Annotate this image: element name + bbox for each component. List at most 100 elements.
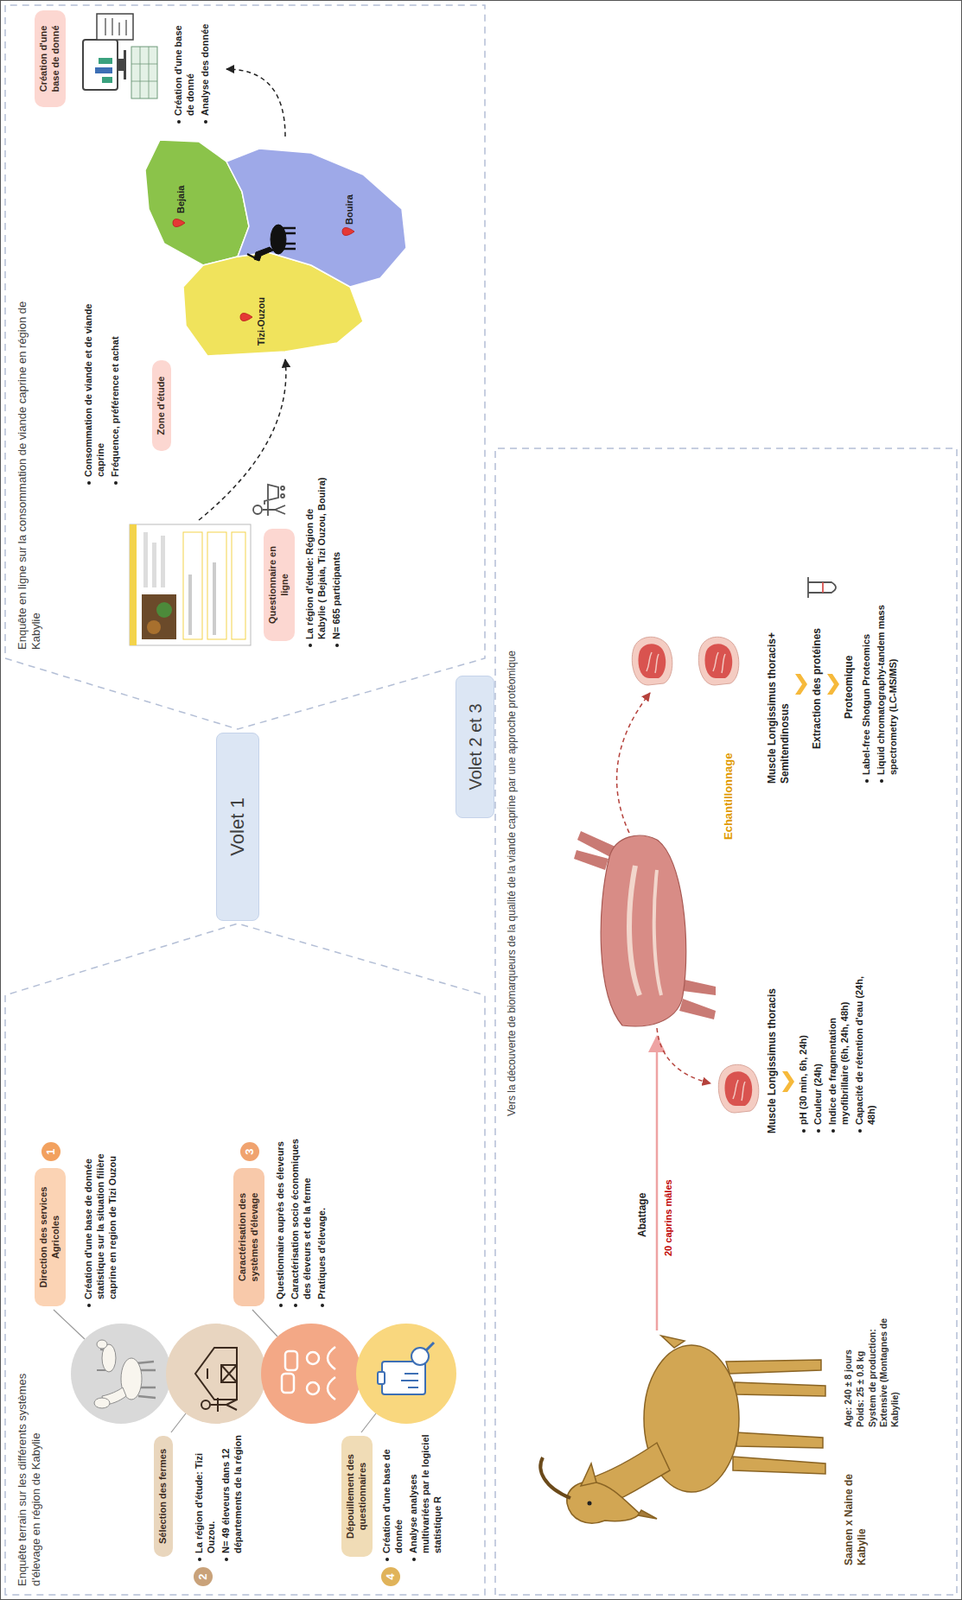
bullet-text: Analyse des donnée	[199, 13, 212, 125]
goat-illustration	[734, 1382, 826, 1397]
bullet-text: Création d'une base de donnée statistiqu…	[82, 1135, 119, 1309]
step-header: Dépouillement des questionnaires	[341, 1436, 373, 1558]
muscle-label: Muscle Longissimus thoracis+ Semitendino…	[765, 576, 792, 784]
step-circle-barn	[210, 1398, 237, 1413]
step-circle-people	[327, 1347, 336, 1370]
step-circle-barn	[221, 1365, 237, 1383]
step-circle-barn	[201, 1401, 211, 1410]
step-circle-clipboard	[382, 1362, 426, 1396]
panel-title: Enquête terrain sur les différents systè…	[15, 1327, 45, 1587]
step-circle-goats	[96, 1340, 108, 1350]
step-circle-barn	[206, 1369, 209, 1380]
database-icon	[82, 13, 158, 99]
leader-line	[53, 1310, 376, 1434]
bullet-text: Consommation de viande et de viande capr…	[82, 286, 108, 486]
shopper-icon	[264, 484, 279, 505]
step-label: Proteomique	[842, 656, 856, 720]
step-circle-clipboard	[401, 1374, 419, 1389]
goat-silhouette	[247, 254, 256, 259]
step-circle-clipboard	[377, 1343, 434, 1396]
region-map	[226, 148, 407, 287]
questionnaire-screenshot	[207, 532, 227, 640]
step-circle-people	[327, 1377, 336, 1401]
step-header: Direction des services Agricoles	[34, 1168, 66, 1307]
shopper-icon	[280, 486, 285, 491]
goat-illustration	[540, 1336, 826, 1524]
step-circle-clipboard	[377, 1372, 385, 1385]
step-circle-people	[281, 1374, 294, 1394]
questionnaire-screenshot	[146, 620, 161, 635]
node-text: Volet 1	[226, 797, 249, 856]
step-circle-goats	[70, 1324, 172, 1425]
slaughter-arrow	[656, 1037, 659, 1332]
bullet-text: La région d'étude: Région de Kabylie ( B…	[304, 475, 329, 649]
questionnaire-screenshot	[160, 535, 166, 588]
step-circle-clipboard	[426, 1343, 434, 1351]
goat-illustration	[580, 1464, 597, 1487]
bullet-text: pH (30 min, 6h, 24h)	[797, 974, 810, 1135]
animal-info: Poids: 25 ± 0.8 kg	[854, 1298, 867, 1428]
shopper-icon	[262, 501, 286, 517]
panel-outline	[495, 448, 957, 1596]
step-number: 2	[193, 1567, 213, 1587]
carcass-illustration	[600, 835, 687, 1027]
step-number: 4	[381, 1567, 401, 1587]
tube-icon	[808, 577, 836, 599]
leader-line	[361, 1414, 376, 1434]
flow-chevron	[795, 674, 808, 695]
questionnaire-screenshot	[188, 574, 192, 636]
panel-title: Vers la découverte de biomarqueurs de la…	[505, 598, 519, 1117]
questionnaire-screenshot	[152, 542, 157, 588]
map-label: Bejaia	[175, 185, 188, 214]
step-circle-people	[261, 1324, 362, 1425]
goat-illustration	[540, 1458, 571, 1499]
animal-info: Age: 240 ± 8 jours	[842, 1298, 854, 1428]
shopper-icon	[253, 505, 262, 515]
panel-outline	[5, 5, 957, 1596]
panel-outline	[5, 923, 485, 1596]
step-circle-goats	[94, 1398, 110, 1409]
questionnaire-screenshot	[143, 532, 148, 588]
node-text: Volet 2 et 3	[465, 703, 486, 790]
database-icon	[131, 46, 158, 99]
node-text: Sélection des fermes	[157, 1449, 170, 1545]
shopper-icon	[280, 494, 285, 498]
questionnaire-screenshot	[129, 524, 137, 646]
section-box: Volet 2 et 3	[455, 675, 495, 819]
map-pin	[240, 313, 253, 322]
section-box: Volet 1	[216, 732, 260, 922]
step-number: 1	[41, 1142, 61, 1162]
sampling-arrow	[617, 693, 650, 834]
bullet-text: N= 49 éleveurs dans 12 départements de l…	[220, 1433, 245, 1563]
goat-illustration	[736, 1433, 823, 1449]
region-map	[145, 140, 407, 357]
carcass-illustration	[629, 866, 640, 996]
step-circle-clipboard	[356, 1324, 457, 1425]
carcass-illustration	[682, 980, 716, 996]
database-icon	[96, 13, 134, 40]
map-label: Tizi-Ouzou	[255, 297, 268, 346]
step-header: Création d'une base de donné	[34, 10, 66, 108]
goat-illustration	[661, 1336, 685, 1349]
dashed-arrow	[198, 359, 287, 521]
bullet-text: Indice de fragmentation myofibrillaire (…	[827, 974, 852, 1135]
bullet-text: Couleur (24h)	[812, 974, 825, 1135]
node-text: Zone d'étude	[155, 376, 168, 436]
step-circle-goats	[94, 1340, 156, 1409]
questionnaire-screenshot	[156, 602, 173, 618]
step-header: Questionnaire en ligne	[263, 528, 295, 642]
carcass-illustration	[573, 850, 609, 871]
map-pin	[342, 228, 355, 236]
database-icon	[95, 67, 113, 74]
node-text: Création d'une base de donné	[38, 17, 63, 101]
step-header: Zone d'étude	[152, 360, 172, 452]
leader-line	[171, 1414, 186, 1434]
step-label: Abattage	[636, 1193, 650, 1238]
step-circle-goats	[70, 1324, 172, 1425]
step-circle-barn	[195, 1348, 237, 1413]
bullet-text: Fréquence, préférence et achat	[109, 286, 122, 486]
questionnaire-screenshot	[212, 562, 217, 636]
